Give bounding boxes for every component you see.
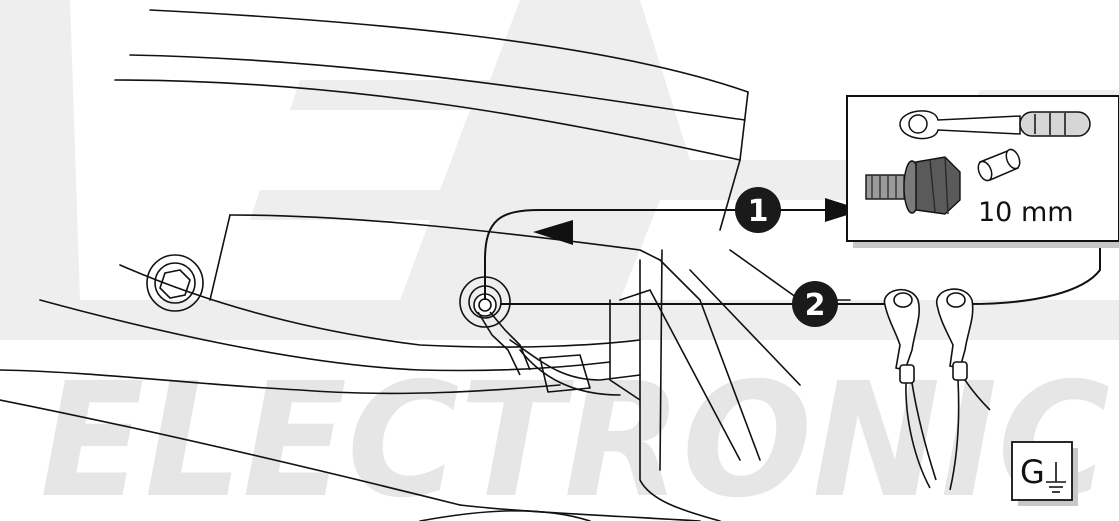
ground-bolt-icon — [459, 276, 531, 376]
cable-sleeve — [539, 354, 591, 393]
tool-inset: 10 mm — [846, 95, 1119, 248]
lower-body-line — [0, 399, 461, 506]
frame-line-2 — [39, 299, 611, 372]
ratchet-wrench-icon — [899, 110, 1091, 140]
upper-panel-line-1 — [149, 9, 749, 93]
stand-line-1 — [639, 259, 721, 521]
skid-line-1 — [459, 504, 701, 521]
ring-terminals — [883, 288, 991, 491]
watermark-text: ELECTRONIC — [40, 349, 1110, 521]
step-badge-2-number: 2 — [805, 288, 826, 323]
arrow-right-icon — [825, 198, 863, 222]
leader-lines — [484, 209, 1101, 306]
frame-line-3 — [0, 369, 561, 395]
socket-size-label: 10 mm — [978, 197, 1074, 228]
ground-symbol-letter: G — [1020, 453, 1045, 491]
cable-loom-2 — [519, 349, 621, 396]
step-badge-1: 1 — [735, 187, 781, 233]
side-panel-3 — [689, 269, 801, 386]
frame-line-1 — [119, 264, 641, 348]
socket-icon — [977, 148, 1021, 182]
step-badge-2: 2 — [792, 281, 838, 327]
flange-bolt-icon — [865, 156, 961, 215]
leader-line-2c — [959, 228, 1101, 306]
step-badge-1-number: 1 — [748, 194, 769, 229]
ring-terminal-1-icon — [883, 288, 937, 489]
housing-left — [609, 299, 641, 401]
upper-panel-line-2 — [129, 54, 746, 121]
arrow-left-icon — [533, 220, 573, 245]
stand-line-2 — [659, 249, 663, 471]
leader-line-1 — [484, 209, 760, 300]
upper-panel-line-3 — [114, 79, 741, 161]
ground-symbol-box: G — [1011, 441, 1078, 506]
bracket-left-edge — [209, 214, 231, 301]
ground-icon — [1046, 462, 1066, 493]
left-bolt-icon — [146, 254, 204, 312]
ring-terminal-2-icon — [936, 288, 991, 491]
lower-bracket-outline — [229, 214, 661, 261]
side-panel-1 — [659, 259, 761, 461]
panel-right-edge — [719, 91, 749, 231]
skid-line-2 — [419, 510, 591, 521]
housing-top — [619, 289, 741, 461]
